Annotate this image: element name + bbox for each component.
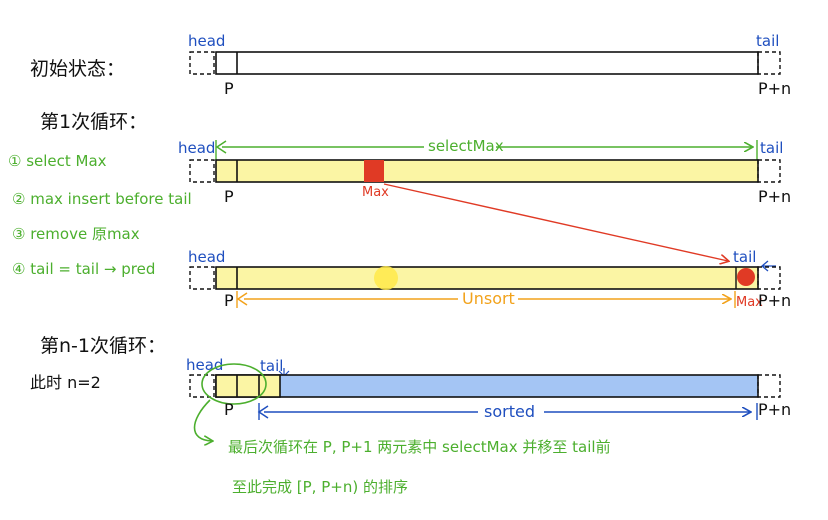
removed-max-ghost — [374, 266, 398, 290]
step-2: ② max insert before tail — [12, 190, 192, 208]
stage4-head-label: head — [186, 356, 223, 374]
stage4-pn-label: P+n — [758, 400, 791, 419]
stage2-pn-label: P+n — [758, 187, 791, 206]
stage-initial: 初始状态： head tail P P+n — [30, 32, 791, 98]
stage3-pn-label: P+n — [758, 291, 791, 310]
stage3-head-label: head — [188, 248, 225, 266]
stage4-unsorted-part — [215, 374, 281, 398]
stage-after-insert: head tail Unsort P Max P+n — [188, 248, 791, 310]
selectmax-label-bg — [424, 136, 496, 154]
stage4-tail-sentinel — [757, 374, 781, 398]
stage3-tail-sentinel — [757, 266, 781, 290]
unsort-arrowhead-left — [236, 292, 248, 306]
stage1-tail-label: tail — [756, 32, 779, 50]
last-pair-highlight — [201, 363, 267, 405]
sorted-label: sorted — [484, 402, 535, 421]
stage3-max-label: Max — [736, 295, 763, 310]
stage1-pn-label: P+n — [758, 79, 791, 98]
stage1-list-bar — [215, 51, 759, 75]
selectmax-range-label: selectMax — [428, 137, 504, 155]
stage2-max-label: Max — [362, 185, 389, 200]
unsort-label-bg — [458, 290, 518, 308]
step-4: ④ tail = tail → pred — [12, 260, 155, 278]
stage1-p-label: P — [224, 79, 234, 98]
stage3-head-sentinel — [189, 266, 215, 290]
stage-last-loop: 第n-1次循环： 此时 n=2 head tail sorted P P+n 最… — [30, 335, 791, 496]
stage4-head-sentinel — [189, 374, 215, 398]
selectmax-range-arrowhead-left — [215, 140, 227, 154]
stage4-list-bar — [215, 374, 759, 398]
stage3-max-node — [737, 268, 755, 286]
step-3: ③ remove 原max — [12, 225, 140, 243]
note-line-2: 至此完成 [P, P+n) 的排序 — [232, 478, 408, 496]
stage4-heading: 第n-1次循环： — [40, 335, 166, 357]
sorted-label-bg — [478, 402, 544, 420]
note-pointer-arrow — [193, 399, 213, 441]
step-1: ① select Max — [8, 152, 107, 170]
stage4-p-label: P — [224, 400, 234, 419]
stage1-head-label: head — [188, 32, 225, 50]
stage3-tail-label: tail — [733, 248, 756, 266]
stage2-tail-label: tail — [760, 139, 783, 157]
note-line-1: 最后次循环在 P, P+1 两元素中 selectMax 并移至 tail前 — [228, 438, 611, 456]
stage-first-loop: 第1次循环： ① select Max ② max insert before … — [8, 111, 791, 278]
stage1-heading: 初始状态： — [30, 58, 125, 80]
unsort-label: Unsort — [462, 289, 515, 308]
stage2-p-label: P — [224, 187, 234, 206]
stage1-tail-sentinel — [757, 51, 781, 75]
stage2-list-bar — [215, 159, 759, 183]
stage3-list-bar — [215, 266, 759, 290]
stage1-head-sentinel — [189, 51, 215, 75]
stage2-tail-sentinel — [757, 159, 781, 183]
stage2-max-node — [364, 160, 384, 182]
stage2-heading: 第1次循环： — [40, 111, 147, 133]
stage2-head-sentinel — [189, 159, 215, 183]
stage3-p-label: P — [224, 291, 234, 310]
stage4-tail-label: tail — [260, 357, 283, 375]
stage3-tail-pointer — [760, 260, 776, 272]
stage4-sub: 此时 n=2 — [30, 373, 101, 392]
stage2-head-label: head — [178, 139, 215, 157]
max-move-arrow — [383, 183, 728, 261]
